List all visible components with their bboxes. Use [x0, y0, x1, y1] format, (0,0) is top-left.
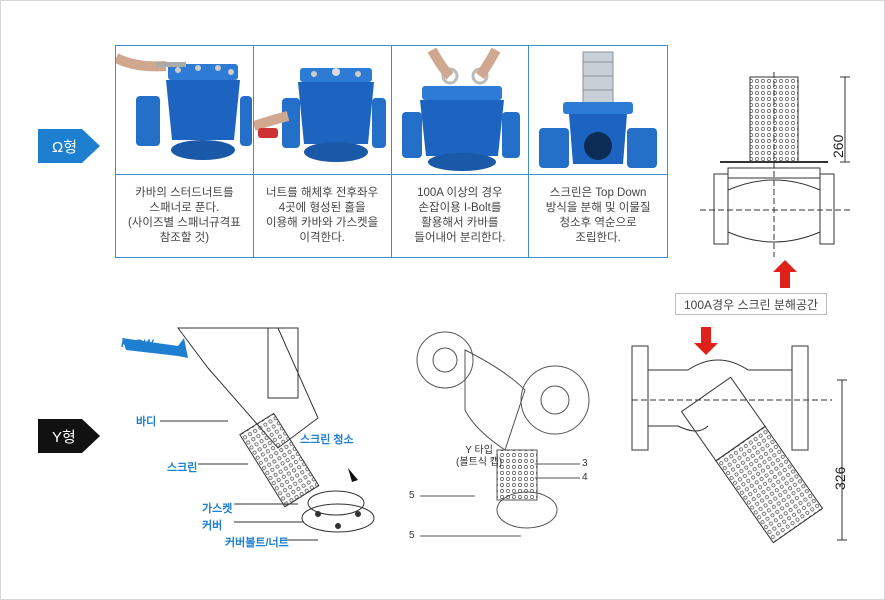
- callout-3: 3: [582, 458, 588, 469]
- step-4: 스크린은 Top Down 방식을 분해 및 이물질 청소후 역순으로 조립한다…: [529, 46, 667, 257]
- step-4-line-3: 청소후 역순으로: [559, 217, 637, 229]
- step-1-line-3: (사이즈별 스패너규격표: [127, 217, 241, 229]
- label-gasket: 가스켓: [202, 503, 233, 515]
- step-2-caption: 너트를 해체후 전후좌우 4곳에 형성된 홀을 이용해 카바와 가스켓을 이격한…: [254, 175, 391, 257]
- blue-arrow-shape: [38, 129, 100, 163]
- strainer-cover-lift-illustration: [401, 47, 520, 171]
- step-3-line-1: 100A 이상의 경우: [417, 187, 503, 199]
- omega-type-text: Ω형: [52, 138, 78, 156]
- label-cover-bolt: 커버볼트/너트: [225, 537, 289, 549]
- step-1: 카바의 스터드너트를 스패너로 푼다. (사이즈별 스패너규격표 참조할 것): [116, 46, 254, 257]
- space-note-badge: 100A경우 스크린 분해공간: [675, 293, 828, 315]
- y-type-title-text: Y 타입: [465, 445, 493, 456]
- step-4-photo: [529, 46, 667, 175]
- step-2-photo: [253, 46, 391, 175]
- step-3-line-4: 들어내어 분리한다.: [414, 232, 506, 244]
- step-4-line-1: 스크린은 Top Down: [549, 187, 647, 199]
- y-type-text: Y형: [52, 428, 76, 446]
- omega-type-label: Ω형: [38, 129, 100, 163]
- step-3: 100A 이상의 경우 손잡이용 I-Bolt를 활용해서 카바를 들어내어 분…: [391, 46, 530, 257]
- callout-5a: 5: [409, 490, 415, 501]
- omega-dimension: 260: [830, 134, 846, 158]
- label-body: 바디: [136, 416, 157, 428]
- label-screen: 스크린: [167, 462, 198, 474]
- callout-4: 4: [582, 472, 588, 483]
- y-type-subtitle-text: (볼트식 캡): [456, 457, 503, 468]
- step-4-line-4: 조립한다.: [575, 232, 621, 244]
- red-up-arrow-icon: [773, 260, 797, 288]
- step-3-line-3: 활용해서 카바를: [421, 217, 499, 229]
- step-2: 너트를 해체후 전후좌우 4곳에 형성된 홀을 이용해 카바와 가스켓을 이격한…: [253, 46, 392, 257]
- y-strainer-middle-drawing: [416, 331, 590, 537]
- step-4-caption: 스크린은 Top Down 방식을 분해 및 이물질 청소후 역순으로 조립한다…: [529, 175, 667, 257]
- strainer-wrench-illustration: [116, 53, 252, 160]
- step-3-line-2: 손잡이용 I-Bolt를: [418, 202, 502, 214]
- label-cover: 커버: [202, 520, 223, 532]
- step-2-line-2: 4곳에 형성된 홀을: [278, 202, 366, 214]
- strainer-screen-removed-illustration: [539, 51, 658, 168]
- step-2-line-4: 이격한다.: [299, 232, 345, 244]
- strainer-nut-removal-illustration: [253, 68, 386, 162]
- step-1-line-4: 참조할 것): [159, 232, 210, 244]
- red-down-arrow-icon: [694, 327, 718, 355]
- step-2-line-1: 너트를 해체후 전후좌우: [266, 187, 379, 199]
- y-strainer-exploded-drawing: [122, 327, 375, 541]
- y-type-title: Y 타입 (볼트식 캡): [456, 445, 502, 469]
- flow-text: FLOW: [121, 338, 154, 350]
- step-1-line-1: 카바의 스터드너트를: [135, 187, 234, 199]
- omega-strainer-drawing: [700, 72, 850, 257]
- step-1-photo: [116, 46, 253, 175]
- y-strainer-technical-drawing: [631, 345, 847, 544]
- y-dimension: 326: [832, 466, 848, 490]
- step-1-caption: 카바의 스터드너트를 스패너로 푼다. (사이즈별 스패너규격표 참조할 것): [116, 175, 253, 257]
- disassembly-steps-table: 카바의 스터드너트를 스패너로 푼다. (사이즈별 스패너규격표 참조할 것): [115, 45, 668, 258]
- step-4-line-2: 방식을 분해 및 이물질: [545, 202, 651, 214]
- callout-5b: 5: [409, 530, 415, 541]
- step-2-line-3: 이용해 카바와 가스켓을: [266, 217, 379, 229]
- step-3-photo: [391, 46, 529, 175]
- step-3-caption: 100A 이상의 경우 손잡이용 I-Bolt를 활용해서 카바를 들어내어 분…: [392, 175, 529, 257]
- label-screen-clean: 스크린 청소: [300, 434, 354, 446]
- y-type-label: Y형: [38, 419, 100, 453]
- black-arrow-shape: [38, 419, 100, 453]
- step-1-line-2: 스패너로 푼다.: [149, 202, 220, 214]
